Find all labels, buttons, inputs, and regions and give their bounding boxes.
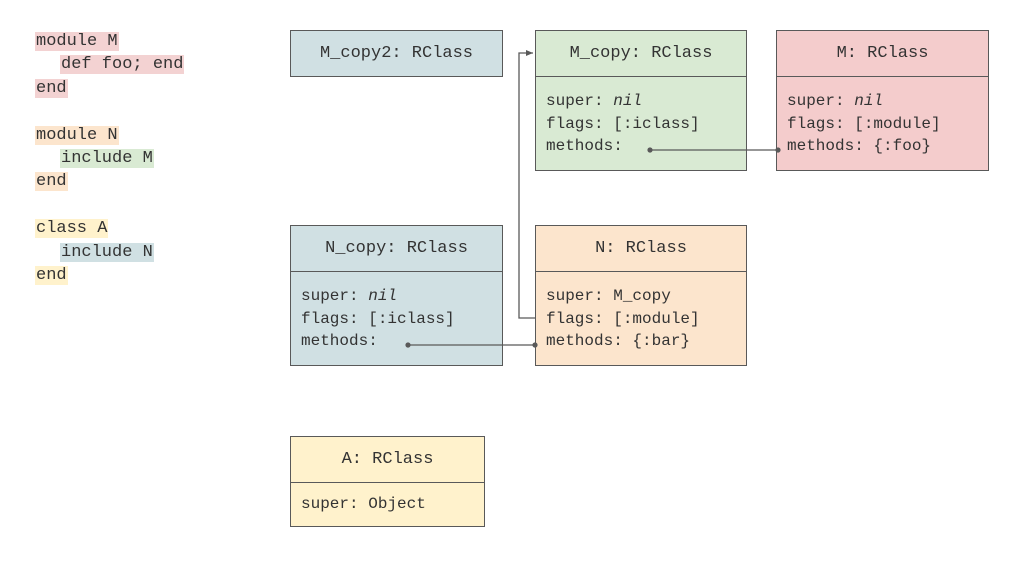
n-super-arrow bbox=[518, 50, 535, 319]
m-copy-box: M_copy: RClass super: nil flags: [:iclas… bbox=[535, 30, 747, 171]
n-methods: methods: {:bar} bbox=[546, 332, 691, 350]
n-copy-flags: flags: [:iclass] bbox=[301, 309, 455, 328]
m-copy2-box: M_copy2: RClass bbox=[290, 30, 503, 77]
a-box: A: RClass super: Object bbox=[290, 436, 485, 527]
n-flags: flags: [:module] bbox=[546, 309, 700, 328]
m-copy-super: super: nil bbox=[546, 92, 643, 110]
m-box: M: RClass super: nil flags: [:module] me… bbox=[776, 30, 989, 171]
m-super: super: nil bbox=[787, 92, 884, 110]
code-end-m: end bbox=[35, 78, 68, 98]
n-copy-super: super: nil bbox=[301, 287, 398, 305]
m-copy-flags: flags: [:iclass] bbox=[546, 114, 700, 133]
code-end-a: end bbox=[35, 265, 68, 285]
m-copy-methods: methods: bbox=[546, 137, 623, 155]
n-copy-box: N_copy: RClass super: nil flags: [:iclas… bbox=[290, 225, 503, 366]
code-module-m: module M bbox=[35, 32, 119, 51]
code-module-n: module N bbox=[35, 125, 119, 145]
n-title: N: RClass bbox=[536, 226, 746, 272]
code-def-foo: def foo; end bbox=[60, 55, 185, 75]
code-include-m: include M bbox=[60, 148, 154, 168]
code-include-n: include N bbox=[60, 242, 154, 262]
n-super: super: M_copy bbox=[546, 287, 671, 305]
m-title: M: RClass bbox=[777, 31, 988, 77]
m-methods: methods: {:foo} bbox=[787, 137, 932, 155]
m-flags: flags: [:module] bbox=[787, 114, 941, 133]
n-box: N: RClass super: M_copy flags: [:module]… bbox=[535, 225, 747, 366]
code-class-a: class A bbox=[35, 219, 109, 239]
m-copy2-title: M_copy2: RClass bbox=[319, 44, 474, 63]
code-listing: module M def foo; end end module N inclu… bbox=[35, 30, 185, 287]
code-end-n: end bbox=[35, 172, 68, 192]
a-title: A: RClass bbox=[291, 437, 484, 483]
a-super: super: Object bbox=[301, 495, 426, 513]
m-copy-title: M_copy: RClass bbox=[536, 31, 746, 77]
n-copy-methods: methods: bbox=[301, 332, 378, 350]
n-copy-title: N_copy: RClass bbox=[291, 226, 502, 272]
